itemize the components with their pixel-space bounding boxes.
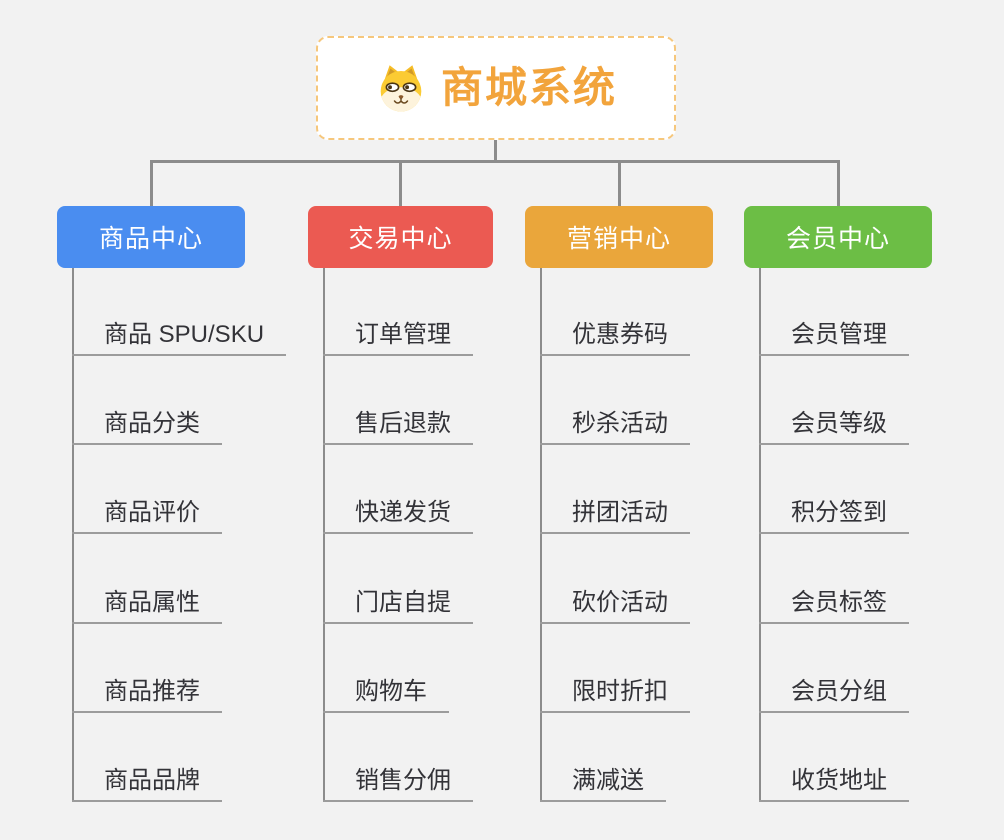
connector-branch-line — [759, 268, 761, 802]
connector-branch-line — [72, 268, 74, 802]
branch-node-4[interactable]: 会员中心 — [744, 206, 932, 268]
leaf-node[interactable]: 会员分组 — [759, 677, 909, 713]
leaf-node[interactable]: 订单管理 — [323, 320, 473, 356]
connector-branch-drop — [399, 160, 402, 206]
branch-column: 会员中心 会员管理会员等级积分签到会员标签会员分组收货地址 — [744, 160, 932, 816]
leaf-node[interactable]: 限时折扣 — [540, 677, 690, 713]
connector-root-stub — [494, 140, 497, 162]
connector-branch-line — [323, 268, 325, 802]
branch-column: 交易中心 订单管理售后退款快递发货门店自提购物车销售分佣 — [308, 160, 493, 816]
leaf-node[interactable]: 购物车 — [323, 677, 449, 713]
branch-node-1[interactable]: 商品中心 — [57, 206, 245, 268]
leaf-node[interactable]: 积分签到 — [759, 498, 909, 534]
connector-branch-drop — [617, 160, 621, 206]
leaf-node[interactable]: 商品评价 — [72, 498, 222, 534]
leaf-node[interactable]: 商品 SPU/SKU — [72, 320, 287, 356]
connector-branch-line — [540, 268, 542, 802]
dog-face-icon — [375, 62, 427, 114]
root-node[interactable]: 商城系统 — [316, 36, 676, 140]
leaf-node[interactable]: 商品推荐 — [72, 677, 222, 713]
leaf-node[interactable]: 会员等级 — [759, 409, 909, 445]
leaf-node[interactable]: 商品分类 — [72, 409, 222, 445]
leaf-node[interactable]: 满减送 — [540, 766, 666, 802]
leaf-node[interactable]: 砍价活动 — [540, 588, 690, 624]
branch-node-3[interactable]: 营销中心 — [525, 206, 713, 268]
leaf-node[interactable]: 秒杀活动 — [540, 409, 690, 445]
leaf-node[interactable]: 收货地址 — [759, 766, 909, 802]
leaf-node[interactable]: 商品品牌 — [72, 766, 222, 802]
leaf-node[interactable]: 快递发货 — [323, 498, 473, 534]
connector-bus — [149, 160, 840, 163]
root-node-label: 商城系统 — [440, 64, 617, 111]
leaf-node[interactable]: 商品属性 — [72, 588, 222, 624]
branch-node-label: 交易中心 — [348, 225, 453, 253]
connector-branch-drop — [149, 160, 153, 206]
leaf-node[interactable]: 会员管理 — [759, 320, 909, 356]
leaf-node[interactable]: 会员标签 — [759, 588, 909, 624]
branch-node-label: 会员中心 — [785, 225, 890, 253]
branch-node-label: 营销中心 — [566, 225, 671, 253]
branch-column: 营销中心 优惠券码秒杀活动拼团活动砍价活动限时折扣满减送 — [525, 160, 713, 816]
leaf-node[interactable]: 售后退款 — [323, 409, 473, 445]
leaf-node[interactable]: 优惠券码 — [540, 320, 690, 356]
connector-branch-drop — [836, 160, 840, 206]
leaf-node[interactable]: 销售分佣 — [323, 766, 473, 802]
branch-column: 商品中心 商品 SPU/SKU 商品分类商品评价商品属性商品推荐商品品牌 — [57, 160, 287, 816]
leaf-node[interactable]: 拼团活动 — [540, 498, 690, 534]
leaf-node[interactable]: 门店自提 — [323, 588, 473, 624]
branch-node-2[interactable]: 交易中心 — [308, 206, 493, 268]
branch-node-label: 商品中心 — [98, 225, 203, 253]
